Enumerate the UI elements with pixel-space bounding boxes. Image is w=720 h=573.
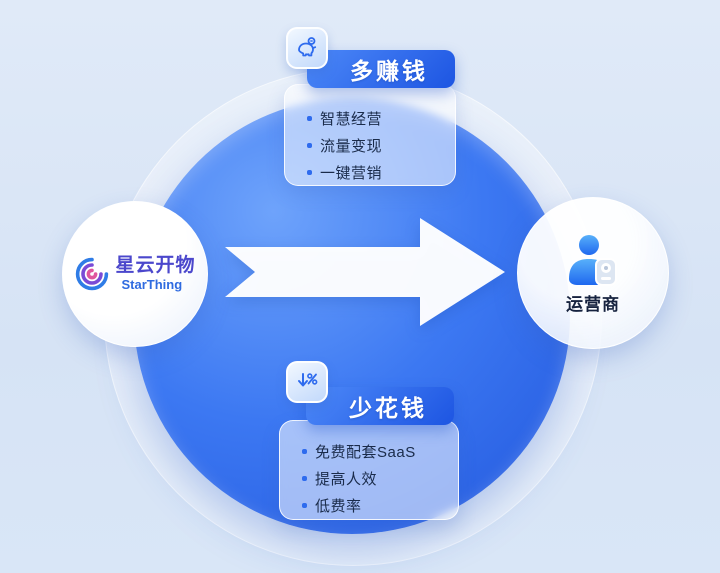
card-title-spend-less: 少花钱 — [306, 387, 454, 425]
piggy-bank-icon — [286, 27, 328, 69]
list-item: 低费率 — [280, 492, 458, 519]
starthing-logo-icon — [76, 257, 109, 291]
card-title-earn-more-label: 多赚钱 — [350, 58, 428, 84]
list-item-label: 智慧经营 — [320, 111, 383, 128]
benefit-card-spend-less: 免费配套SaaS 提高人效 低费率 — [279, 420, 459, 520]
starthing-logo-text: 星云开物 StarThing — [115, 255, 195, 294]
bullet-dot — [302, 476, 307, 481]
flow-arrow-shape — [225, 218, 505, 326]
bullet-dot — [302, 449, 307, 454]
list-item: 提高人效 — [280, 465, 458, 492]
operator-node: 运营商 — [517, 197, 669, 349]
list-item-label: 流量变现 — [320, 138, 383, 155]
starthing-node: 星云开物 StarThing — [62, 201, 208, 347]
bullet-dot — [302, 503, 307, 508]
list-item-label: 一键营销 — [320, 165, 383, 182]
list-item: 免费配套SaaS — [280, 438, 458, 465]
discount-down-icon — [286, 361, 328, 403]
bullet-dot — [307, 170, 312, 175]
list-item: 流量变现 — [285, 132, 455, 159]
bullet-dot — [307, 143, 312, 148]
list-item: 智慧经营 — [285, 105, 455, 132]
starthing-name-cn: 星云开物 — [115, 254, 196, 276]
discount-down-glyph — [298, 373, 318, 387]
flow-arrow — [200, 200, 520, 350]
bullet-dot — [307, 116, 312, 121]
list-item: 一键营销 — [285, 159, 455, 186]
starthing-name-en: StarThing — [121, 277, 183, 293]
list-item-label: 低费率 — [315, 498, 362, 515]
operator-label: 运营商 — [566, 294, 620, 314]
card-title-earn-more: 多赚钱 — [307, 50, 455, 88]
piggy-bank-glyph — [298, 37, 317, 57]
list-item-label: 免费配套SaaS — [315, 444, 416, 461]
card-title-spend-less-label: 少花钱 — [349, 395, 427, 421]
benefit-card-earn-more: 智慧经营 流量变现 一键营销 — [284, 84, 456, 186]
list-item-label: 提高人效 — [315, 471, 378, 488]
operator-person-icon — [569, 234, 617, 286]
